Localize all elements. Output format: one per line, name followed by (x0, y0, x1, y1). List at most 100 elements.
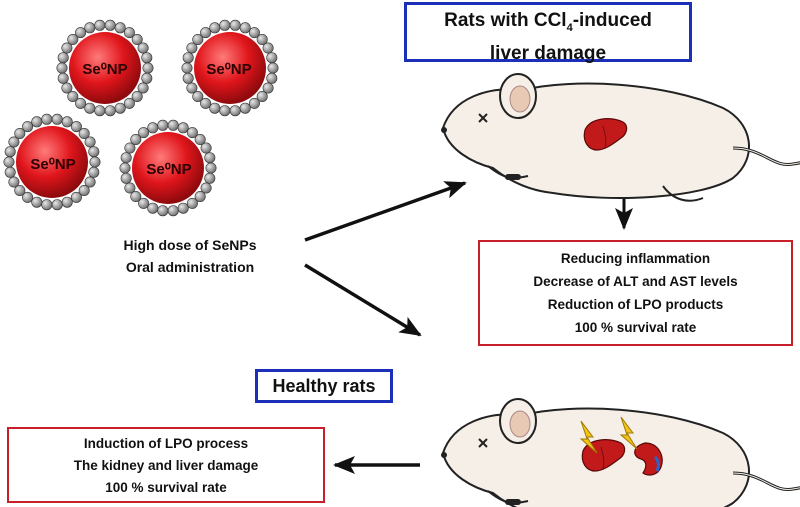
shell-bead (137, 82, 149, 94)
shell-bead (194, 134, 206, 146)
nanoparticle-label-1: Se⁰NP (82, 61, 128, 78)
nanoparticle-4 (119, 119, 217, 217)
shell-bead (186, 42, 198, 54)
shell-bead (209, 22, 221, 34)
shell-bead (266, 72, 278, 84)
shell-bead (123, 97, 135, 109)
shell-bead (147, 122, 159, 134)
shell-bead (120, 172, 132, 184)
shell-bead (239, 22, 251, 34)
shell-bead (182, 52, 194, 64)
shell-bead (41, 113, 53, 125)
shell-bead (138, 127, 150, 139)
shell-bead (200, 97, 212, 109)
nanoparticle-label-4: Se⁰NP (146, 161, 192, 178)
shell-bead (147, 202, 159, 214)
shell-bead (75, 97, 87, 109)
shell-bead (78, 128, 90, 140)
shell-bead (61, 82, 73, 94)
shell-bead (22, 191, 34, 203)
shell-bead (123, 27, 135, 39)
shell-bead (209, 102, 221, 114)
shell-bead (119, 162, 131, 174)
nanoparticle-1 (56, 19, 154, 117)
shell-bead (114, 22, 126, 34)
shell-bead (57, 52, 69, 64)
shell-bead (14, 128, 26, 140)
shell-bead (3, 156, 15, 168)
shell-bead (31, 196, 43, 208)
shell-bead (256, 91, 268, 103)
shell-bead (142, 62, 154, 74)
arrow-to-damaged-rats (304, 181, 467, 242)
shell-bead (114, 102, 126, 114)
nanoparticle-core (69, 32, 141, 104)
shell-bead (219, 19, 231, 31)
shell-bead (124, 142, 136, 154)
damaged-group-title-line-1: Rats with CCl4-induced (444, 10, 652, 34)
shell-bead (130, 191, 142, 203)
shell-bead (84, 22, 96, 34)
damaged-rat-illustration (439, 72, 800, 203)
nanoparticle-label-3: Se⁰NP (30, 156, 76, 173)
shell-bead (88, 146, 100, 158)
shell-bead (57, 72, 69, 84)
shell-bead (157, 119, 169, 131)
administration-line-2: Oral administration (125, 259, 255, 275)
shell-bead (31, 116, 43, 128)
shell-bead (266, 52, 278, 64)
lightning-icon (579, 420, 598, 454)
shell-bead (200, 142, 212, 154)
result-item: Reducing inflammation (560, 251, 711, 266)
nanoparticle-2 (181, 19, 279, 117)
nanoparticle-3 (3, 113, 101, 211)
shell-bead (94, 19, 106, 31)
shell-bead (104, 19, 116, 31)
shell-bead (262, 42, 274, 54)
shell-bead (204, 172, 216, 184)
shell-bead (14, 185, 26, 197)
shell-bead (67, 33, 79, 45)
shell-bead (75, 27, 87, 39)
shell-bead (219, 105, 231, 117)
shell-bead (22, 121, 34, 133)
shell-bead (78, 185, 90, 197)
shell-bead (186, 82, 198, 94)
shell-bead (205, 162, 217, 174)
shell-bead (70, 191, 82, 203)
healthy-group-title-box: Healthy rats (255, 369, 393, 403)
shell-bead (138, 197, 150, 209)
shell-bead (200, 182, 212, 194)
shell-bead (124, 182, 136, 194)
shell-bead (131, 91, 143, 103)
shell-bead (8, 176, 20, 188)
result-item: 100 % survival rate (105, 480, 227, 495)
shell-bead (4, 146, 16, 158)
shell-bead (70, 121, 82, 133)
administration-text: High dose of SeNPs Oral administration (70, 234, 310, 278)
result-item: Induction of LPO process (83, 436, 249, 451)
shell-bead (141, 72, 153, 84)
nanoparticle-core (16, 126, 88, 198)
shell-bead (229, 19, 241, 31)
shell-bead (167, 205, 179, 217)
shell-bead (94, 105, 106, 117)
shell-bead (192, 91, 204, 103)
lightning-icon (619, 416, 638, 450)
result-item: Decrease of ALT and AST levels (533, 274, 738, 289)
shell-bead (256, 33, 268, 45)
shell-bead (267, 62, 279, 74)
shell-bead (239, 102, 251, 114)
shell-bead (130, 134, 142, 146)
result-item: The kidney and liver damage (73, 458, 259, 473)
nanoparticle-core (194, 32, 266, 104)
shell-bead (67, 91, 79, 103)
shell-bead (84, 176, 96, 188)
shell-bead (157, 205, 169, 217)
shell-bead (8, 136, 20, 148)
damaged-group-results-box: Reducing inflammation Decrease of ALT an… (478, 240, 793, 346)
shell-bead (177, 202, 189, 214)
shell-bead (186, 197, 198, 209)
shell-bead (41, 199, 53, 211)
